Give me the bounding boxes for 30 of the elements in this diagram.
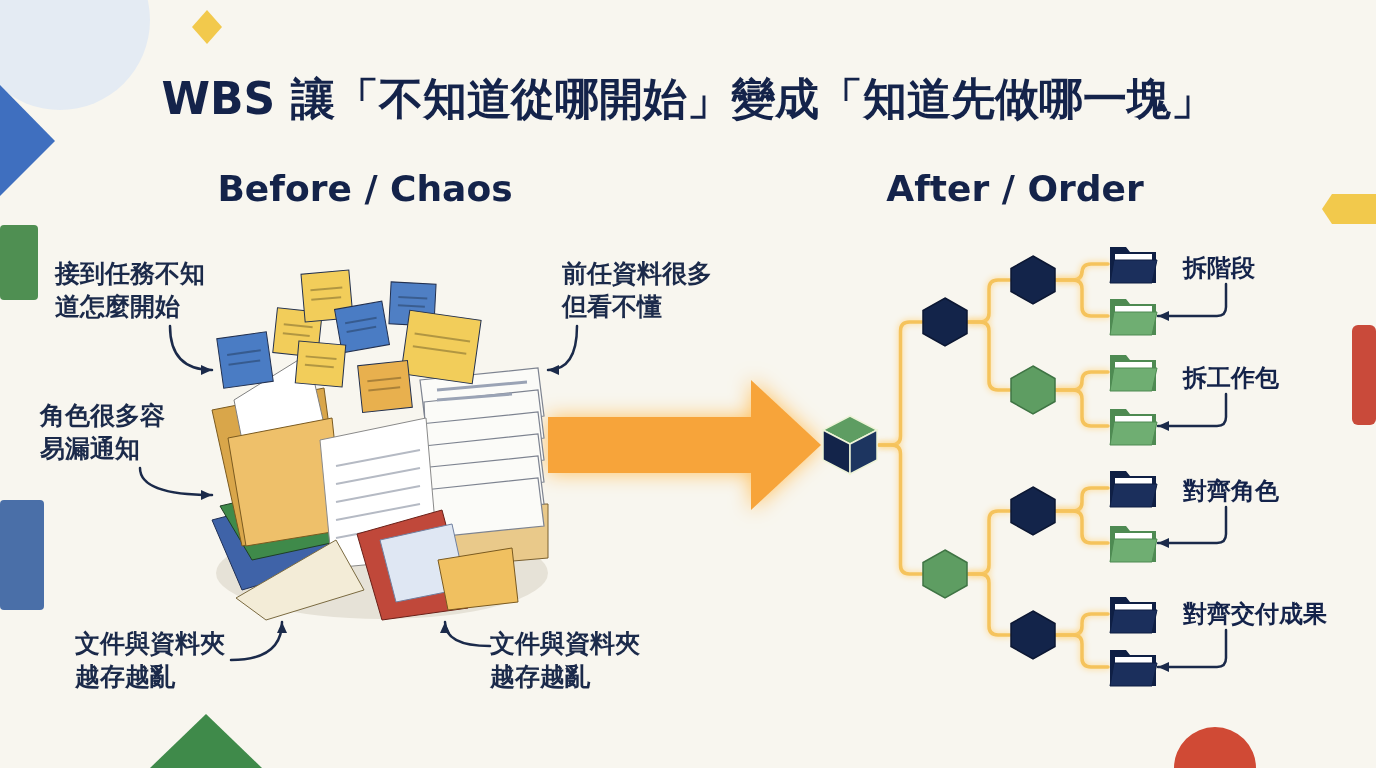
return-arrow [1156,628,1228,672]
hexagon-node [922,297,968,347]
callout-text: 角色很多容易漏通知 [40,400,170,465]
curved-arrow [138,466,214,500]
hexagon-node [922,549,968,599]
return-arrow [1156,282,1228,321]
callout-text: 接到任務不知道怎麼開始 [55,258,211,323]
callout-text: 文件與資料夾越存越亂 [490,628,646,693]
step-label: 拆工作包 [1183,362,1279,394]
step-label: 對齊交付成果 [1183,598,1327,630]
section-heading: After / Order [886,168,1144,209]
cube-node [821,414,879,476]
connector-line [877,443,924,576]
callout-text: 前任資料很多但看不懂 [562,258,718,323]
hexagon-node [1010,486,1056,536]
document-pile-drawing [212,268,548,622]
callout-text: 文件與資料夾越存越亂 [75,628,231,693]
curved-arrow [440,620,492,648]
hexagon-node [1010,610,1056,660]
section-heading: Before / Chaos [217,168,513,209]
curved-arrow [229,620,287,662]
curved-arrow [168,324,214,375]
title: WBS 讓「不知道從哪開始」變成「知道先做哪一塊」 [161,72,1215,126]
return-arrow [1156,392,1228,431]
hexagon-node [1010,365,1056,415]
step-label: 對齊角色 [1183,475,1279,507]
curved-arrow [546,324,579,375]
return-arrow [1156,505,1228,548]
step-label: 拆階段 [1183,252,1255,284]
hexagon-node [1010,255,1056,305]
